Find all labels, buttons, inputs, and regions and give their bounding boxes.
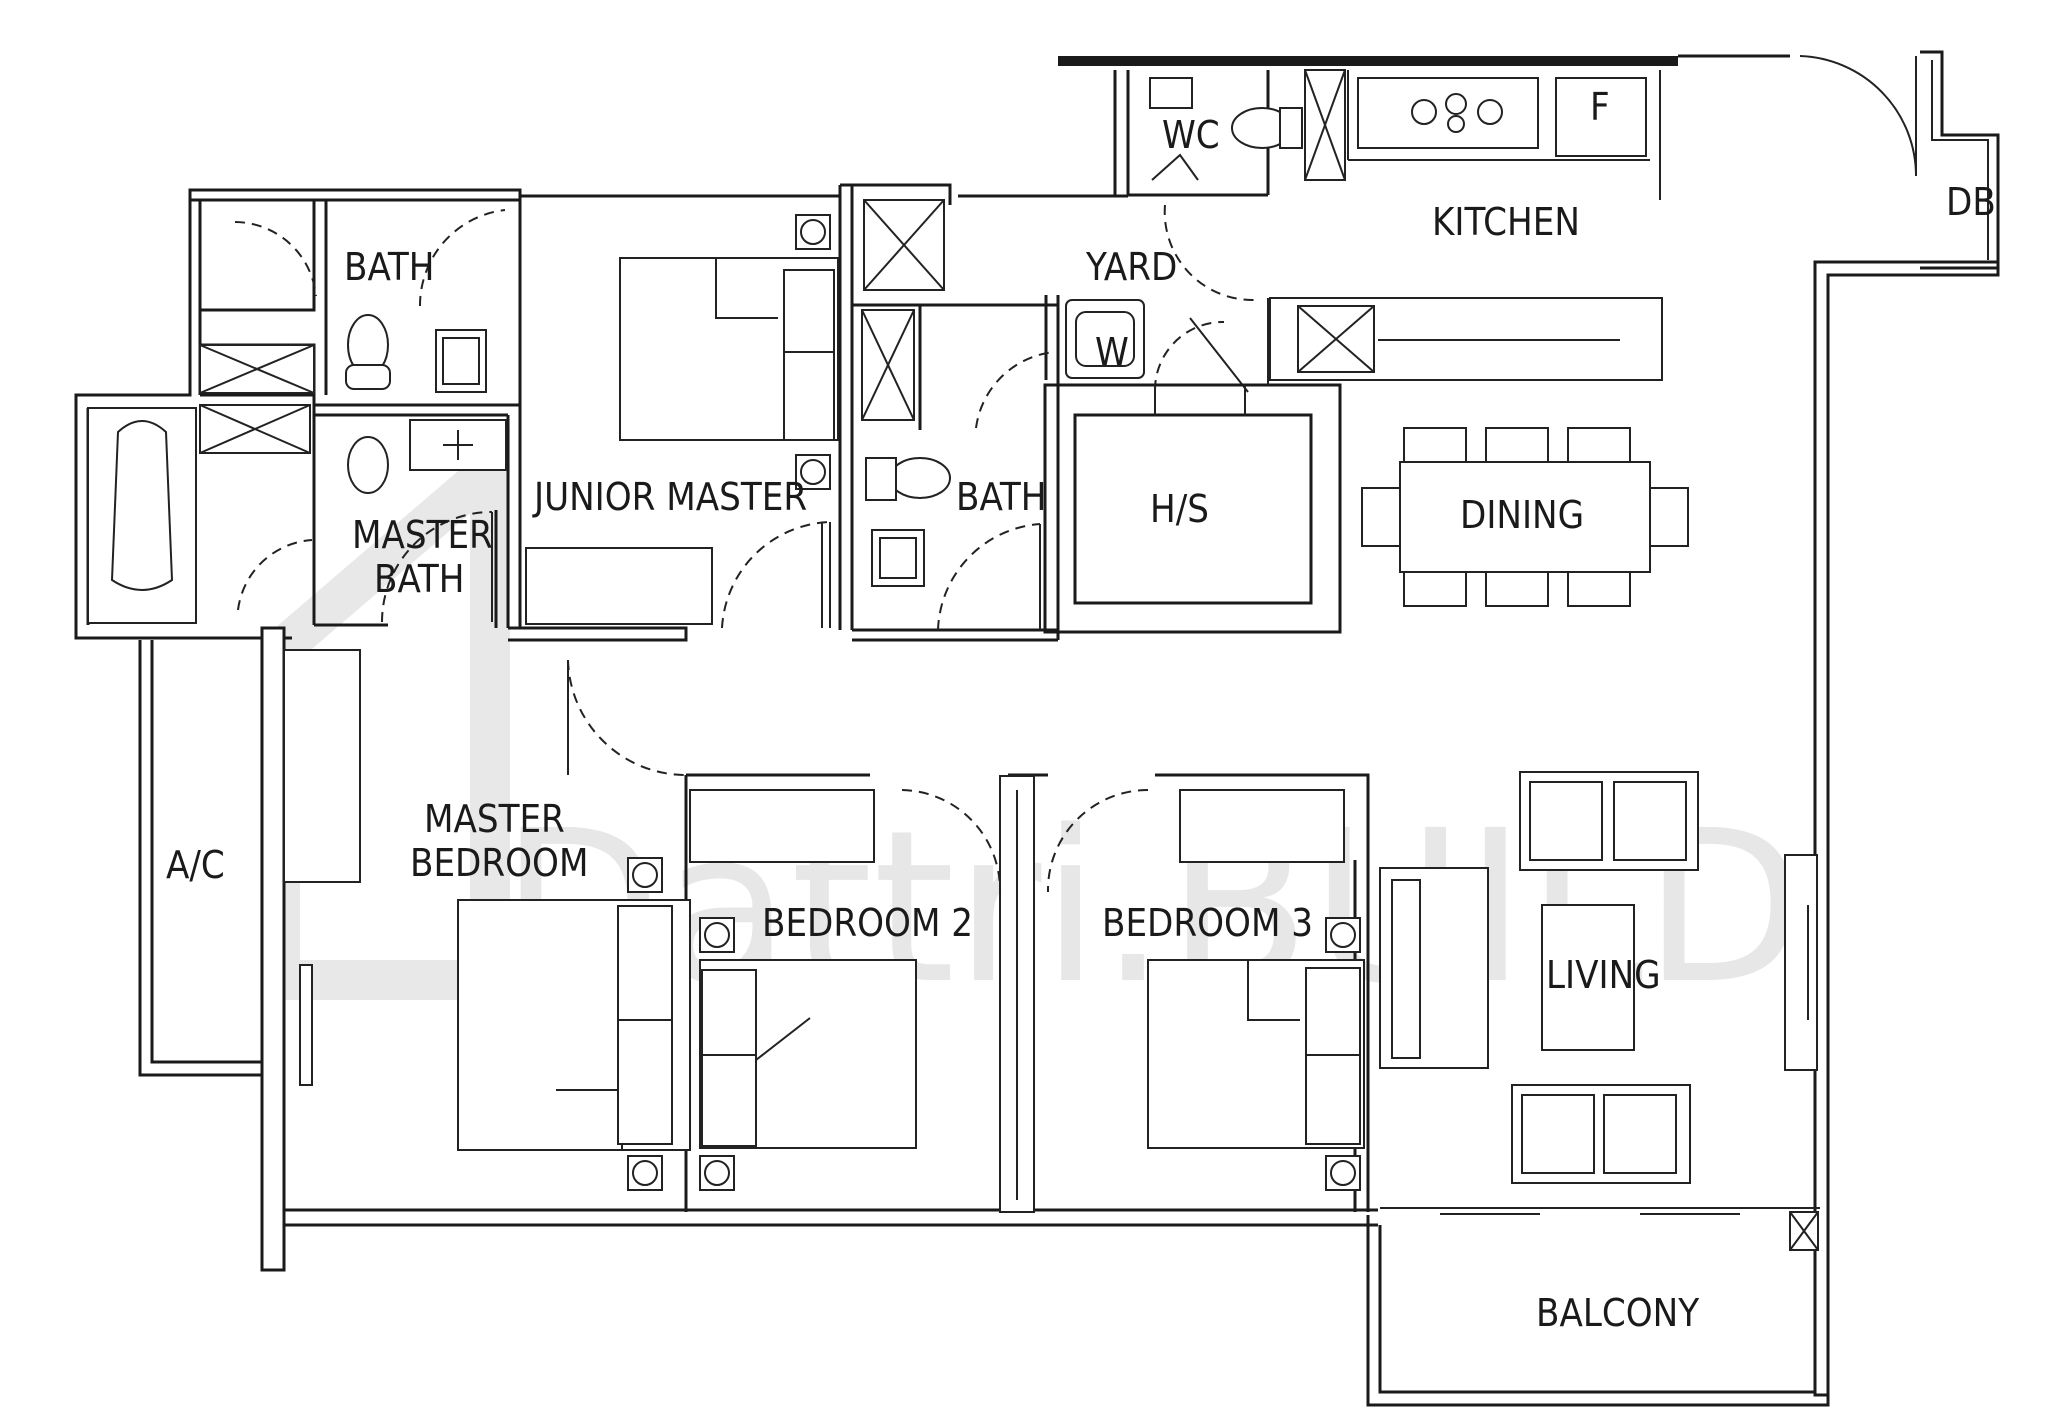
label-dining: DINING: [1460, 493, 1584, 537]
label-balcony: BALCONY: [1536, 1291, 1699, 1335]
label-master-bath-2: BATH: [374, 557, 464, 601]
dining-table: [1361, 427, 1689, 607]
room-labels: WC KITCHEN F DB BATH YARD W JUNIOR MASTE…: [166, 85, 1996, 1335]
label-master-bath-1: MASTER: [352, 513, 493, 557]
living-furniture: [1379, 771, 1699, 1184]
label-bath-top: BATH: [344, 245, 434, 289]
label-bath-mid: BATH: [956, 475, 1046, 519]
outer-walls: [74, 50, 2000, 1407]
label-bedroom-3: BEDROOM 3: [1102, 901, 1313, 945]
label-washer: W: [1095, 330, 1129, 374]
label-bedroom-2: BEDROOM 2: [762, 901, 973, 945]
label-hs: H/S: [1150, 487, 1209, 531]
label-master-bedroom-2: BEDROOM: [410, 841, 588, 885]
label-master-bedroom-1: MASTER: [424, 797, 565, 841]
label-ac: A/C: [166, 843, 225, 887]
label-junior-master: JUNIOR MASTER: [532, 475, 807, 519]
label-fridge: F: [1590, 85, 1610, 129]
label-kitchen: KITCHEN: [1432, 200, 1580, 244]
label-db: DB: [1946, 180, 1996, 224]
interior-walls: [87, 69, 1699, 1213]
label-yard: YARD: [1085, 245, 1177, 289]
label-living: LIVING: [1546, 953, 1661, 997]
label-wc: WC: [1162, 113, 1220, 157]
ac-unit-icon: [795, 214, 831, 490]
